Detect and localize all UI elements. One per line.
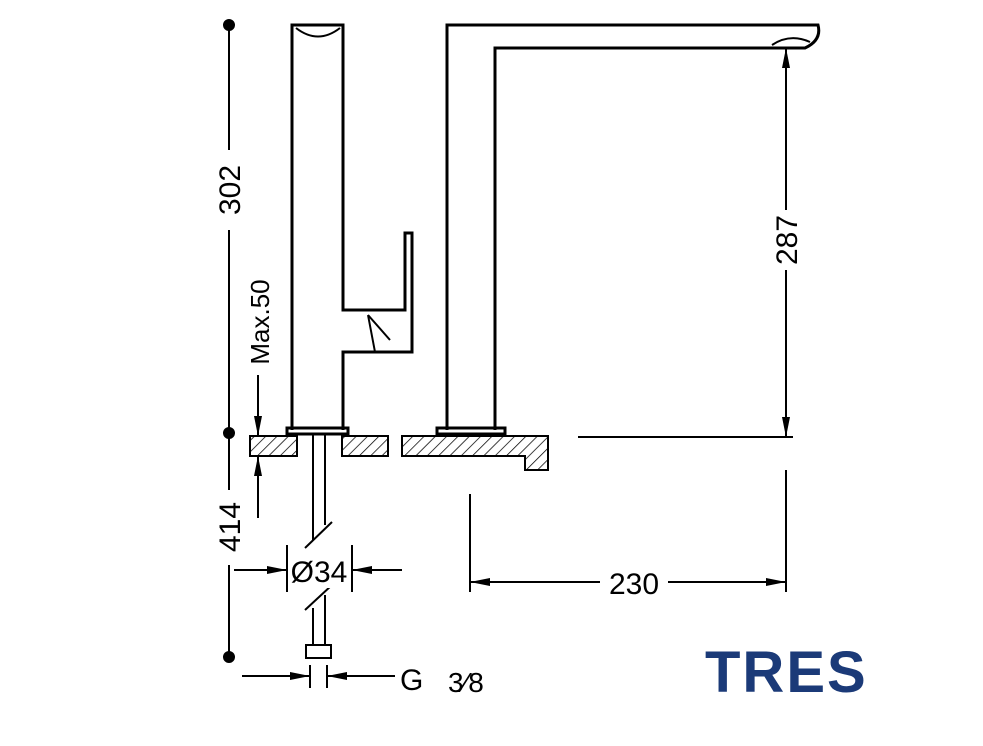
max-counter-label: Max.50: [245, 279, 275, 364]
hole-diameter-dimension: [234, 545, 402, 592]
thread-letter-label: G: [400, 664, 423, 697]
overall-height-dimension: [223, 19, 235, 663]
brand-logo: TRES: [705, 640, 868, 705]
hose-length-label: 414: [214, 502, 247, 552]
hole-diameter-label: Ø34: [291, 556, 348, 589]
overall-height-label: 302: [214, 165, 247, 215]
supply-hose: [304, 434, 333, 659]
faucet-side-view: [285, 23, 414, 436]
thread-dimension: [242, 665, 395, 688]
countertop-section: [249, 435, 549, 471]
spout-height-label: 287: [771, 215, 804, 265]
spout-height-dimension: [578, 48, 793, 438]
faucet-front-view: [435, 23, 821, 436]
spout-reach-dimension: [469, 470, 787, 592]
thread-size-label: 3⁄8: [448, 667, 484, 698]
spout-reach-label: 230: [609, 568, 659, 601]
